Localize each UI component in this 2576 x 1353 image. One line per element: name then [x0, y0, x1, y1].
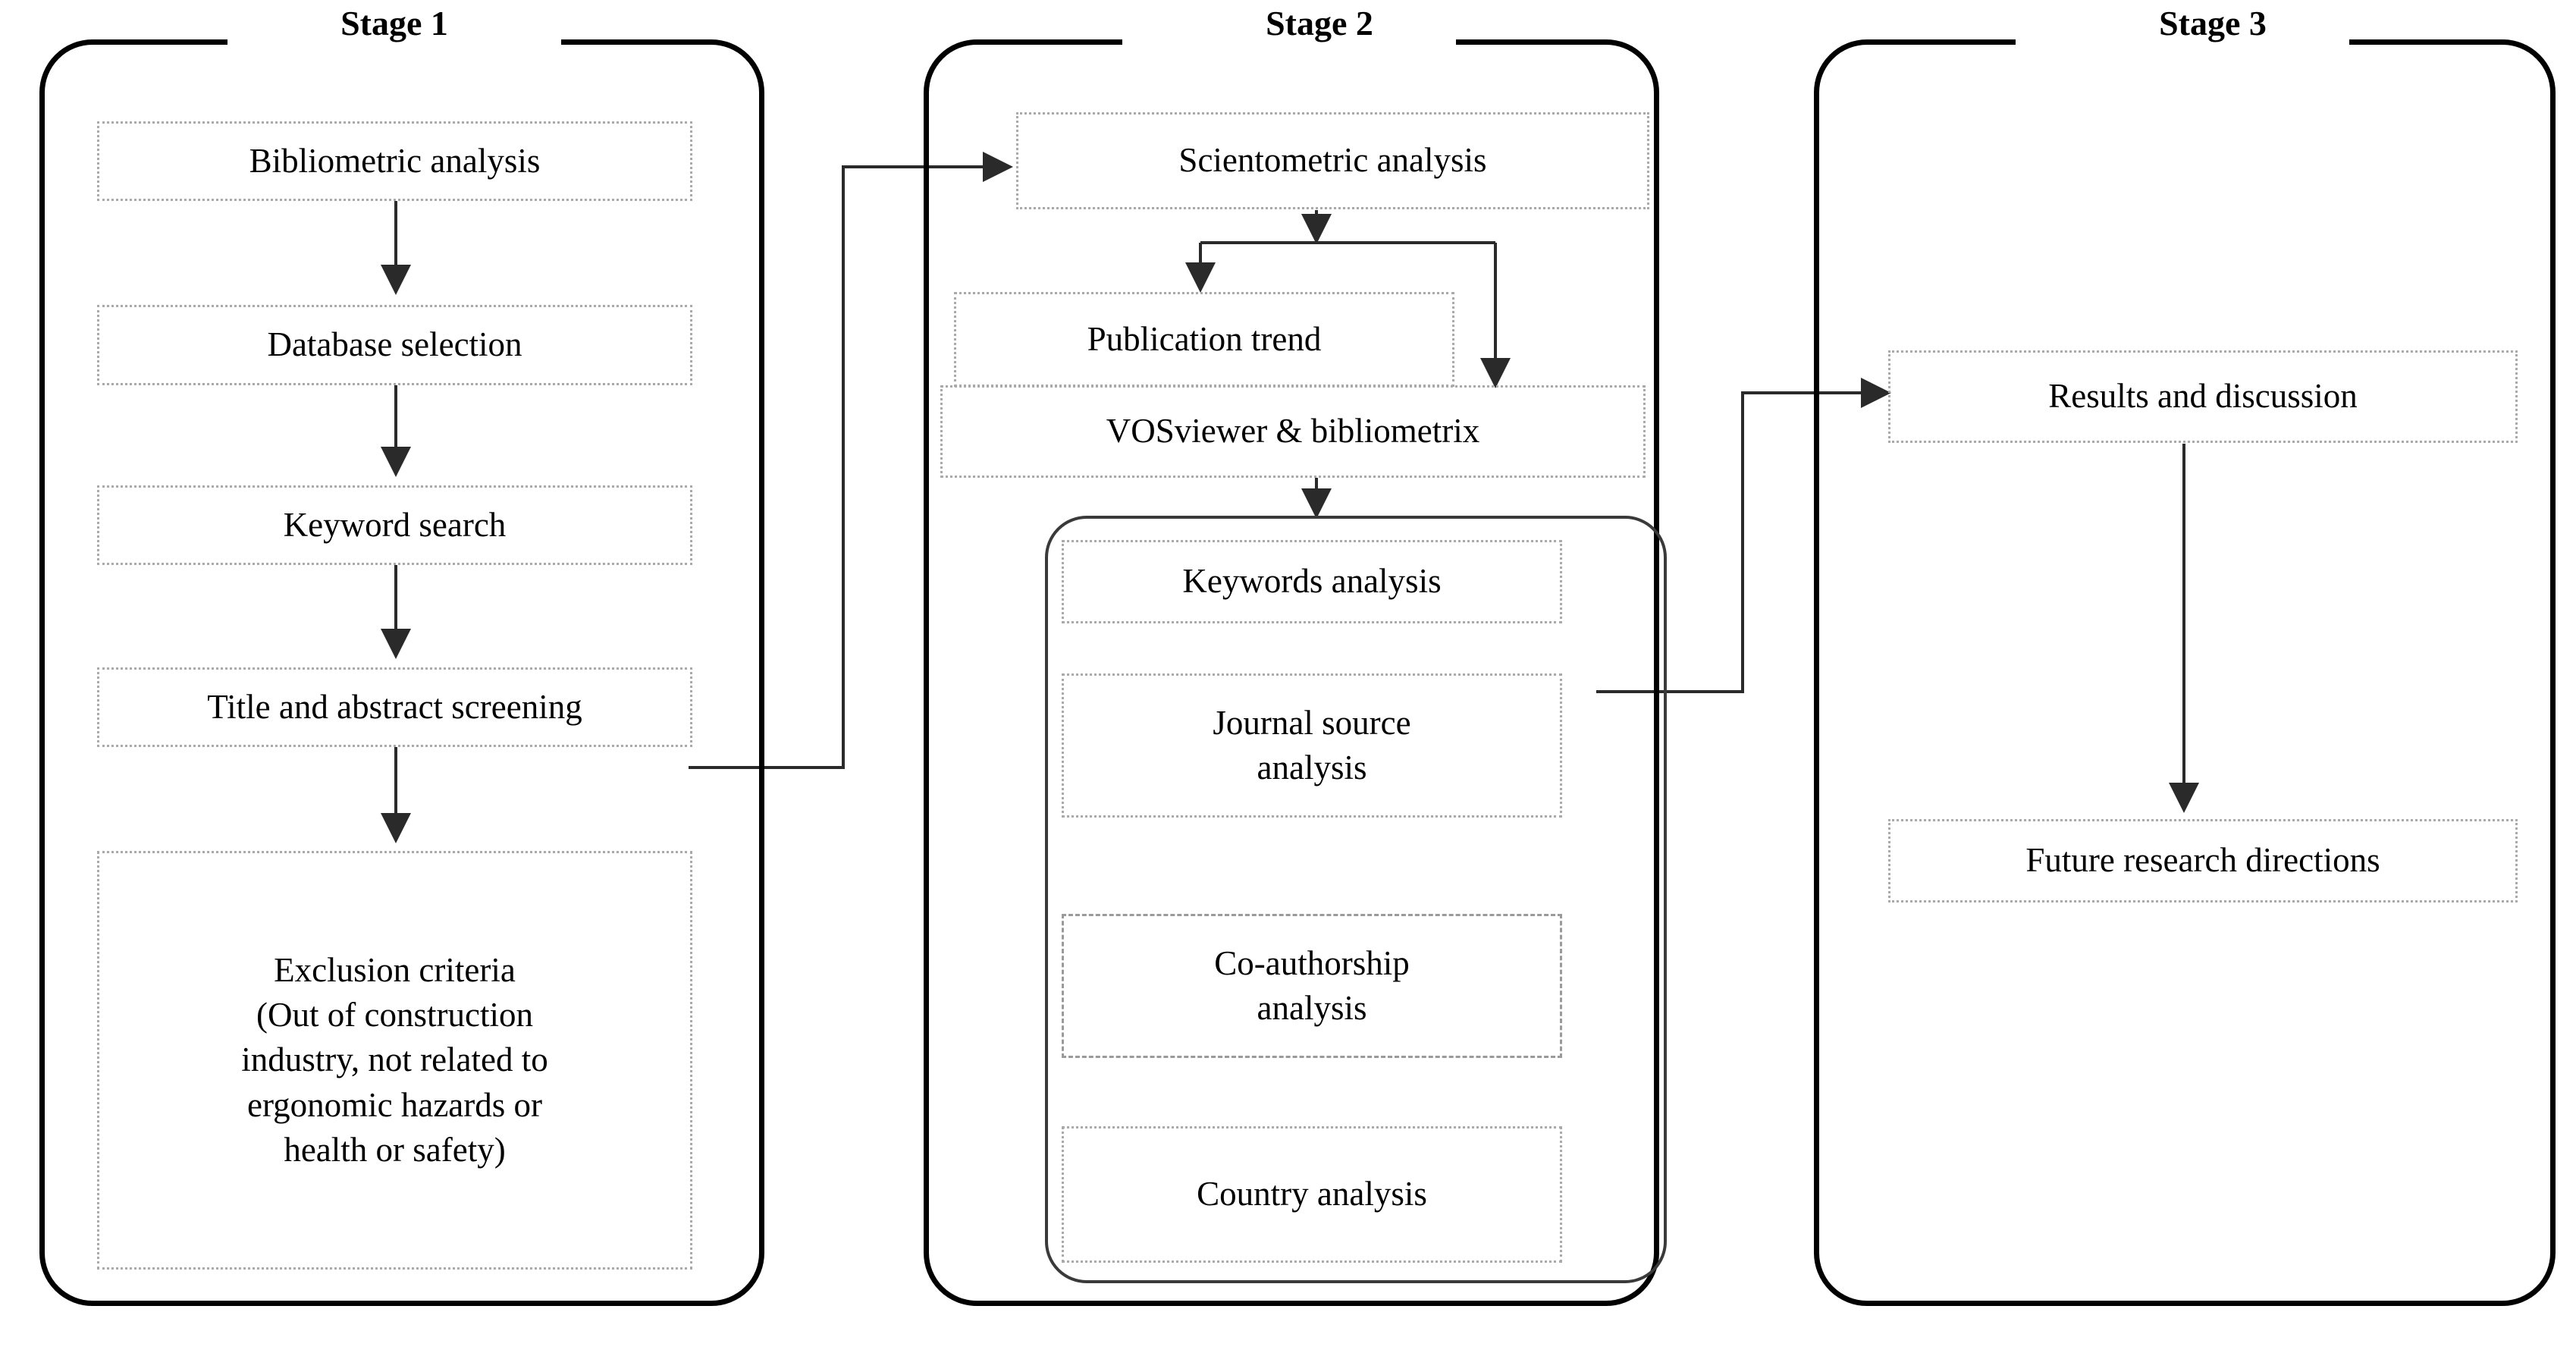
stage-3-container	[1814, 39, 2556, 1306]
exclusion-line-2: (Out of construction	[256, 995, 533, 1034]
step-exclusion-criteria[interactable]: Exclusion criteria (Out of construction …	[97, 851, 692, 1270]
step-publication-trend[interactable]: Publication trend	[954, 292, 1454, 387]
exclusion-line-4: ergonomic hazards or	[246, 1085, 543, 1124]
step-country-analysis[interactable]: Country analysis	[1062, 1126, 1562, 1263]
step-future-research-directions[interactable]: Future research directions	[1888, 819, 2518, 903]
stage-2-label-notch	[1122, 33, 1456, 50]
step-label: Exclusion criteria (Out of construction …	[107, 948, 682, 1173]
stage-1-label: Stage 1	[340, 4, 448, 42]
step-bibliometric-analysis[interactable]: Bibliometric analysis	[97, 121, 692, 201]
step-journal-source-analysis[interactable]: Journal source analysis	[1062, 673, 1562, 818]
step-keywords-analysis[interactable]: Keywords analysis	[1062, 540, 1562, 623]
step-label: Keywords analysis	[1182, 562, 1442, 601]
stage-3-label-notch	[2016, 33, 2349, 50]
step-title-and-abstract-screening[interactable]: Title and abstract screening	[97, 667, 692, 747]
stage-2-tool-analyses-subframe	[1045, 516, 1667, 1283]
step-label: Keyword search	[283, 505, 507, 544]
step-co-authorship-analysis[interactable]: Co-authorship analysis	[1062, 914, 1562, 1058]
stage-2-label: Stage 2	[1266, 4, 1373, 42]
exclusion-line-5: health or safety)	[284, 1131, 506, 1169]
step-label: VOSviewer & bibliometrix	[1106, 412, 1480, 450]
step-label: Title and abstract screening	[207, 687, 582, 726]
step-label: Future research directions	[2025, 841, 2380, 880]
step-label: Journal source analysis	[1072, 701, 1552, 791]
exclusion-line-3: industry, not related to	[241, 1041, 548, 1079]
step-label: Country analysis	[1197, 1175, 1427, 1213]
step-label: Database selection	[267, 325, 522, 364]
stage-1-label-notch	[227, 33, 561, 50]
step-keyword-search[interactable]: Keyword search	[97, 485, 692, 565]
step-label: Results and discussion	[2048, 377, 2358, 416]
journal-line-2: analysis	[1257, 749, 1367, 786]
step-label: Scientometric analysis	[1178, 141, 1487, 180]
stage-3-label: Stage 3	[2159, 4, 2267, 42]
coauthorship-line-1: Co-authorship	[1214, 943, 1410, 982]
step-label: Co-authorship analysis	[1072, 941, 1552, 1031]
coauthorship-line-2: analysis	[1257, 989, 1367, 1027]
step-scientometric-analysis[interactable]: Scientometric analysis	[1016, 112, 1649, 209]
step-label: Bibliometric analysis	[249, 141, 541, 180]
exclusion-line-1: Exclusion criteria	[274, 950, 516, 989]
step-database-selection[interactable]: Database selection	[97, 305, 692, 385]
step-results-and-discussion[interactable]: Results and discussion	[1888, 350, 2518, 443]
journal-line-1: Journal source	[1213, 703, 1411, 742]
step-label: Publication trend	[1087, 319, 1322, 358]
step-vosviewer-and-bibliometrix[interactable]: VOSviewer & bibliometrix	[940, 385, 1646, 478]
